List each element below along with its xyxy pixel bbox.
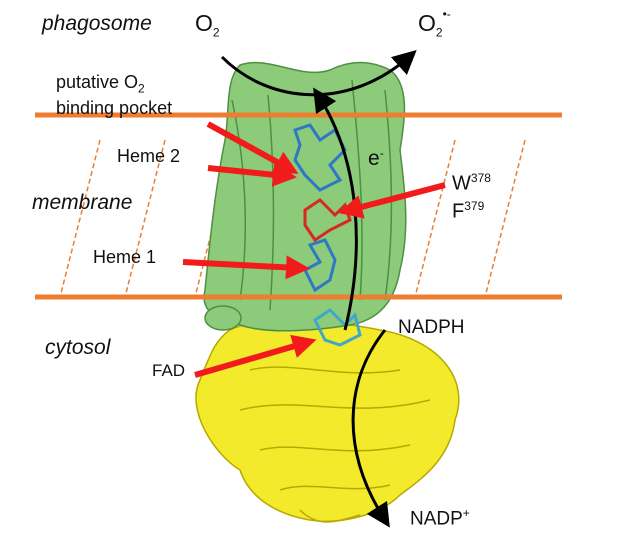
f379-residue: F bbox=[452, 200, 465, 223]
superoxide-label: O2 •- bbox=[418, 8, 451, 40]
electron-symbol: e bbox=[368, 147, 380, 170]
pointer-arrows bbox=[182, 121, 446, 378]
fad-molecule bbox=[313, 308, 362, 347]
oxygen-symbol: O bbox=[195, 10, 213, 36]
nadph-label: NADPH bbox=[398, 317, 465, 338]
pocket-label-subscript: 2 bbox=[138, 81, 145, 96]
w378-f379-residues bbox=[303, 198, 352, 243]
nadp-text: NADP bbox=[410, 508, 463, 530]
electron-superscript: - bbox=[379, 146, 384, 160]
w378-number: 378 bbox=[470, 171, 491, 185]
nadp-superscript: + bbox=[462, 506, 470, 520]
fad-pointer-arrow bbox=[194, 334, 317, 378]
superoxide-symbol: O bbox=[418, 10, 436, 36]
membrane-label: membrane bbox=[32, 191, 133, 214]
oxygen-subscript: 2 bbox=[212, 25, 220, 40]
superoxide-superscript: •- bbox=[442, 7, 451, 22]
pocket-label-line1: putative O2 bbox=[56, 73, 145, 95]
f379-number: 379 bbox=[464, 199, 485, 213]
transmembrane-domain bbox=[203, 61, 407, 332]
nadp-label: NADP+ bbox=[410, 507, 470, 528]
fad-label: FAD bbox=[152, 361, 186, 380]
heme2-pointer-arrow bbox=[207, 162, 297, 187]
f379-label: F379 bbox=[452, 200, 484, 222]
heme-1-molecule bbox=[303, 238, 337, 293]
phagosome-label: phagosome bbox=[42, 12, 152, 35]
w378-label: W378 bbox=[452, 172, 491, 194]
pocket-pointer-arrow bbox=[206, 121, 299, 174]
o2-reduction-arrow bbox=[220, 49, 417, 97]
residues-pointer-arrow bbox=[338, 182, 446, 219]
nadph-oxidation-arrow bbox=[351, 329, 390, 528]
electron-label: e- bbox=[368, 147, 384, 169]
pocket-label-text: putative O bbox=[56, 72, 139, 92]
oxygen-label: O2 bbox=[195, 12, 220, 39]
heme1-pointer-arrow bbox=[182, 255, 310, 280]
dehydrogenase-domain bbox=[195, 319, 460, 523]
pocket-label-line2: binding pocket bbox=[56, 98, 173, 118]
heme1-label: Heme 1 bbox=[93, 247, 157, 267]
superoxide-subscript: 2 bbox=[435, 25, 443, 40]
cytosol-label: cytosol bbox=[45, 336, 111, 359]
w378-residue: W bbox=[452, 172, 471, 195]
heme2-label: Heme 2 bbox=[117, 146, 181, 166]
